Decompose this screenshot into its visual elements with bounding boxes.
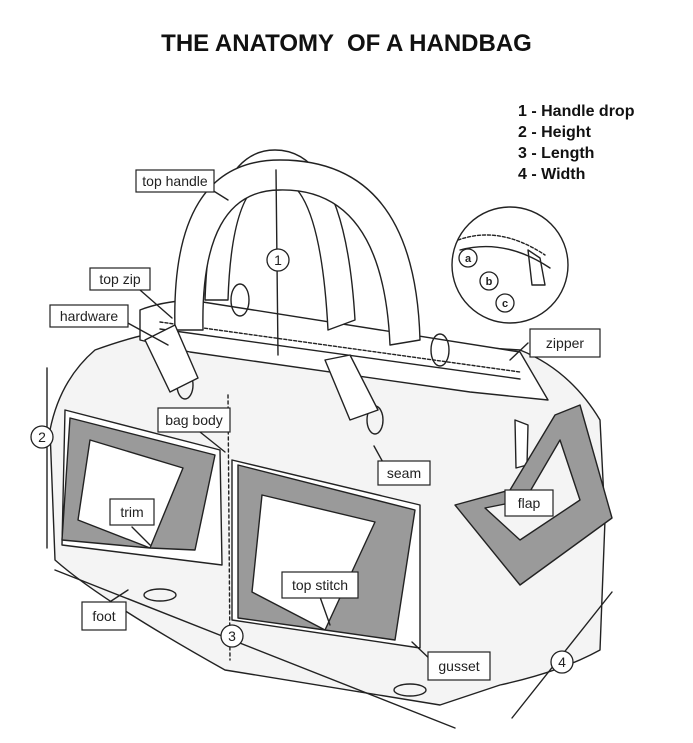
label-top-zip: top zip xyxy=(89,267,151,291)
bag-foot xyxy=(393,683,427,697)
label-zipper: zipper xyxy=(529,328,601,358)
measure-marker-2: 2 xyxy=(30,425,54,449)
hardware-ring xyxy=(430,333,450,367)
svg-text:gusset: gusset xyxy=(438,658,479,674)
legend-item: 3 - Length xyxy=(518,145,595,162)
svg-text:trim: trim xyxy=(120,504,143,520)
svg-text:b: b xyxy=(486,276,493,288)
right-pocket-trim xyxy=(237,464,416,641)
svg-text:top stitch: top stitch xyxy=(292,577,348,593)
svg-text:1: 1 xyxy=(274,252,282,268)
label-top-stitch: top stitch xyxy=(281,571,359,599)
legend-item: 1 - Handle drop xyxy=(518,103,635,120)
legend-item: 4 - Width xyxy=(518,166,586,183)
label-hardware: hardware xyxy=(49,304,129,328)
label-bag-body: bag body xyxy=(157,407,231,433)
label-gusset: gusset xyxy=(427,651,491,681)
svg-text:foot: foot xyxy=(92,608,115,624)
svg-text:4: 4 xyxy=(558,654,566,670)
svg-text:c: c xyxy=(502,298,508,310)
label-trim: trim xyxy=(109,498,155,526)
svg-text:3: 3 xyxy=(228,628,236,644)
svg-text:bag body: bag body xyxy=(165,412,223,428)
svg-text:2: 2 xyxy=(38,429,46,445)
center-seam xyxy=(227,394,231,661)
label-seam: seam xyxy=(377,460,431,486)
label-foot: foot xyxy=(81,601,127,631)
measure-marker-1: 1 xyxy=(266,248,290,272)
svg-text:top zip: top zip xyxy=(99,271,140,287)
svg-text:zipper: zipper xyxy=(546,335,584,351)
measure-marker-4: 4 xyxy=(550,650,574,674)
zipper-detail-circle xyxy=(451,206,569,324)
page-title: THE ANATOMY OF A HANDBAG xyxy=(161,30,532,57)
svg-text:flap: flap xyxy=(518,495,541,511)
detail-marker-b: b xyxy=(479,271,499,291)
svg-text:seam: seam xyxy=(387,465,421,481)
detail-marker-c: c xyxy=(495,293,515,313)
left-pocket-trim xyxy=(61,417,216,551)
hardware-ring xyxy=(230,283,250,317)
legend-item: 2 - Height xyxy=(518,124,591,141)
label-flap: flap xyxy=(504,489,554,517)
zipper-pull xyxy=(514,419,529,469)
detail-marker-a: a xyxy=(458,248,478,268)
svg-text:a: a xyxy=(465,253,472,265)
bag-foot xyxy=(143,588,177,602)
zipper-track xyxy=(159,321,521,373)
measure-marker-3: 3 xyxy=(220,624,244,648)
svg-text:top handle: top handle xyxy=(142,173,208,189)
measurement-legend: 1 - Handle drop 2 - Height 3 - Length 4 … xyxy=(518,101,634,185)
handle-front xyxy=(174,159,421,346)
svg-text:hardware: hardware xyxy=(60,308,119,324)
dimension-line-3 xyxy=(54,569,456,729)
label-top-handle: top handle xyxy=(135,169,215,193)
